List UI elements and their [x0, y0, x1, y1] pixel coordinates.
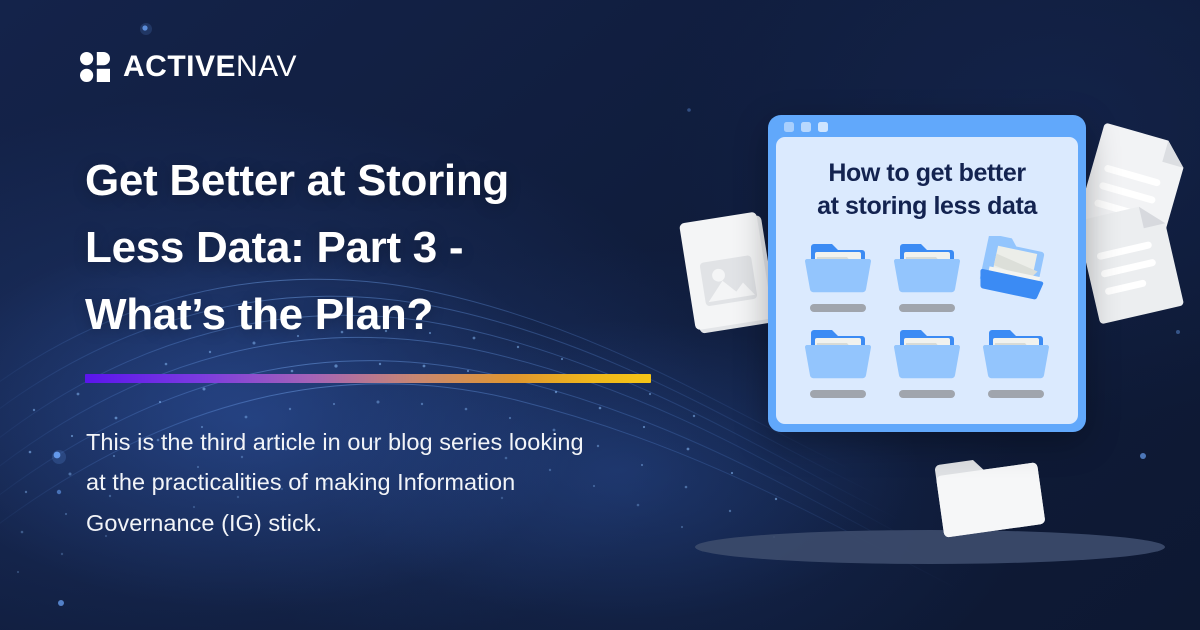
floating-image-document-left	[679, 212, 777, 334]
folder-grid	[790, 236, 1064, 412]
folder-closed-icon	[893, 330, 961, 379]
window-titlebar	[784, 122, 828, 132]
window-dot-1-icon[interactable]	[784, 122, 794, 132]
page-title: Get Better at Storing Less Data: Part 3 …	[85, 148, 645, 349]
folder-closed-icon	[804, 330, 871, 379]
headline-line-1: Get Better at Storing	[85, 156, 509, 205]
browser-window-card: How to get better at storing less data	[768, 115, 1086, 432]
folder-label-bar	[809, 390, 866, 398]
floating-text-document-right	[1078, 206, 1184, 324]
folder-label-bar	[988, 390, 1045, 398]
folder-4[interactable]	[794, 326, 881, 408]
folder-closed-icon	[983, 330, 1050, 379]
folder-label-bar	[898, 304, 955, 312]
card-title-line-1: How to get better	[828, 159, 1026, 187]
folder-closed-icon	[804, 244, 871, 293]
headline-line-3: What’s the Plan?	[85, 289, 434, 339]
folder-open-icon	[980, 236, 1045, 300]
logo-word-active: ACTIVE	[123, 50, 237, 83]
folder-1[interactable]	[794, 240, 881, 322]
folder-label-bar	[898, 390, 955, 398]
card-title-line-2: at storing less data	[817, 191, 1037, 220]
subtitle-line-3: Governance (IG) stick.	[86, 509, 323, 536]
headline-line-2: Less Data: Part 3 -	[85, 222, 464, 272]
folder-label-bar	[809, 304, 866, 312]
logo-word-nav: NAV	[236, 50, 297, 83]
ground-shadow-ellipse	[695, 530, 1165, 564]
hero-illustration: How to get better at storing less data	[660, 90, 1200, 590]
activenav-quad-mark-icon	[80, 52, 110, 82]
activenav-wordmark: ACTIVENAV	[123, 52, 297, 82]
folder-5[interactable]	[883, 326, 970, 408]
folder-3[interactable]	[973, 236, 1060, 322]
subtitle-line-1: This is the third article in our blog se…	[86, 429, 584, 455]
folder-closed-icon	[893, 244, 961, 293]
floating-folder-bottom	[935, 460, 1045, 538]
activenav-logo[interactable]: ACTIVENAV	[80, 52, 297, 82]
card-title: How to get better at storing less data	[790, 157, 1064, 222]
window-dot-2-icon[interactable]	[801, 122, 811, 132]
window-screen: How to get better at storing less data	[776, 137, 1078, 424]
window-dot-3-icon[interactable]	[818, 122, 828, 132]
folder-2[interactable]	[883, 240, 970, 322]
subtitle-line-2: at the practicalities of making Informat…	[86, 469, 516, 496]
gradient-divider	[85, 374, 651, 383]
page-subtitle: This is the third article in our blog se…	[86, 422, 671, 543]
folder-6[interactable]	[973, 326, 1060, 408]
